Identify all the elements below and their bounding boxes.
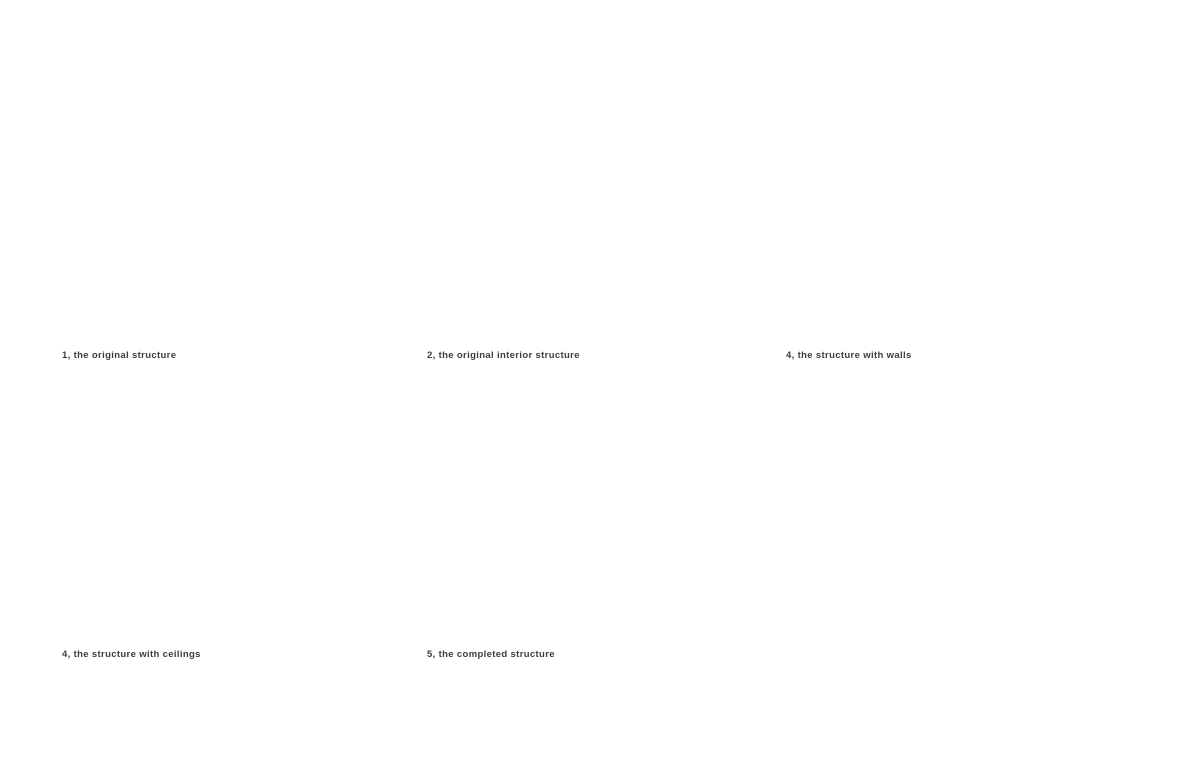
figure-caption: 2, the original interior structure [427,350,580,361]
axonometric-drawing-3 [775,97,1175,377]
figure-5-completed-structure [413,398,813,678]
figure-caption: 1, the original structure [62,350,177,361]
figure-4-structure-with-ceilings [50,392,450,672]
figure-2-original-interior-structure [418,92,818,372]
figure-caption: 5, the completed structure [427,649,555,660]
figure-1-original-structure [55,92,455,372]
axonometric-drawing-5 [413,398,813,678]
axonometric-drawing-1 [55,92,455,372]
axonometric-drawing-2 [418,92,818,372]
axonometric-drawing-4 [50,392,450,672]
figure-caption: 4, the structure with ceilings [62,649,201,660]
figure-3-structure-with-walls [775,97,1175,377]
figure-caption: 4, the structure with walls [786,350,912,361]
